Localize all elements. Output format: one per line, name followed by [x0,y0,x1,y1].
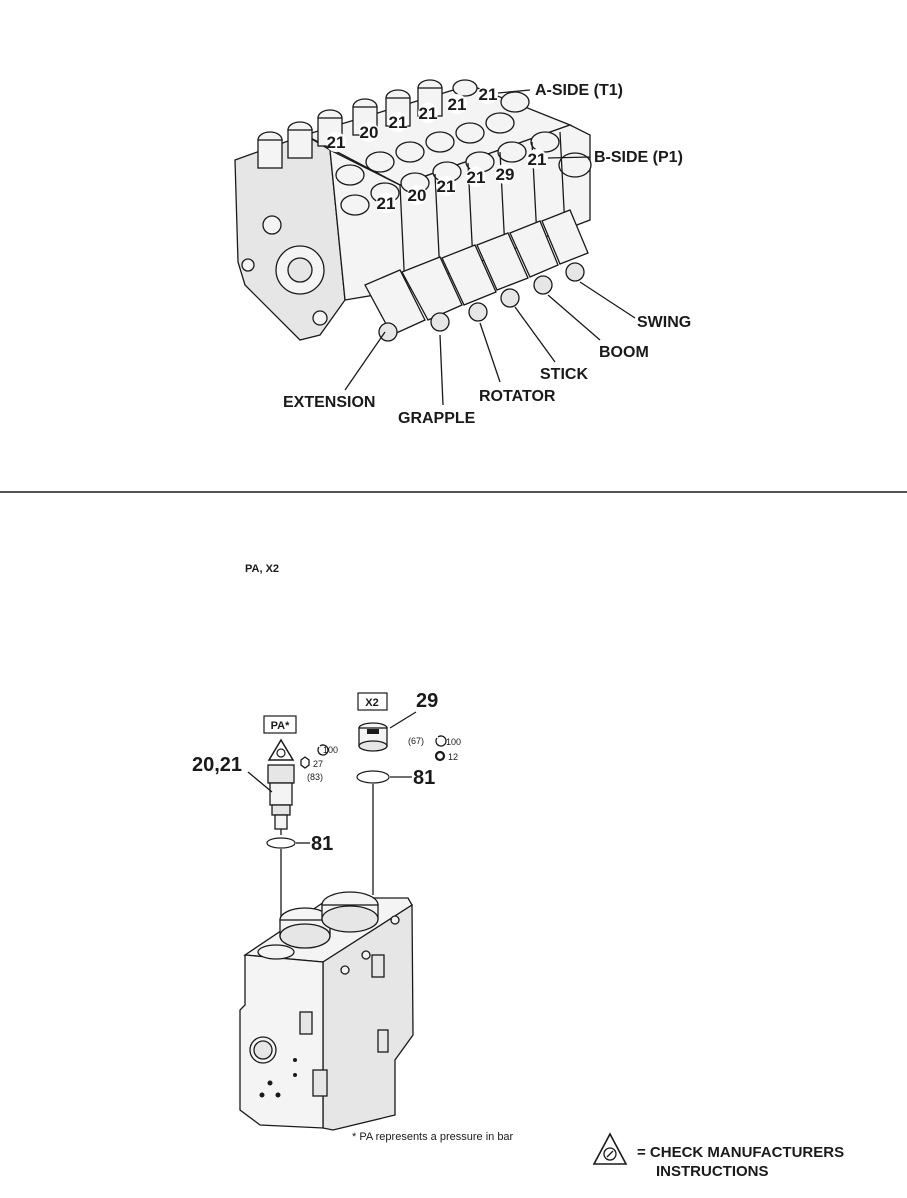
top-callouts: 21 20 21 21 21 21 21 20 21 21 29 21 [326,84,547,213]
callout-5: 21 [448,95,467,114]
legend-line-1: = CHECK MANUFACTURERS [637,1144,844,1161]
rotator-label: ROTATOR [479,388,556,405]
swing-label: SWING [637,314,691,331]
callout-4: 21 [419,104,438,123]
callout-7: 21 [377,194,396,213]
right-torque-spec: (67) 100 12 [408,735,461,762]
left-seal-ring [266,837,296,849]
callout-11: 29 [496,165,515,184]
callout-1: 21 [327,133,346,152]
left-torque-spec: 100 27 (83) [300,744,338,782]
svg-text:100: 100 [323,745,338,755]
callout-2: 20 [360,123,379,142]
svg-text:100: 100 [446,737,461,747]
callout-6: 21 [479,85,498,104]
grapple-label: GRAPPLE [398,410,476,427]
pa-box-label: PA* [271,720,290,732]
legend-line-2: INSTRUCTIONS [656,1163,769,1180]
callout-3: 21 [389,113,408,132]
boom-label: BOOM [599,344,649,361]
x2-box-label: X2 [365,697,378,709]
b-side-label: B-SIDE (P1) [594,149,683,166]
plug-screw [358,722,388,752]
callout-9: 21 [437,177,456,196]
section-leaders [344,281,636,406]
callout-12: 21 [528,150,547,169]
port-rows [335,112,560,216]
a-side-label: A-SIDE (T1) [535,82,623,99]
control-valve-assembly [234,79,592,342]
right-seal-number: 81 [413,767,435,789]
valve-section-block [239,891,414,1131]
callout-8: 20 [408,186,427,205]
right-part-number: 29 [416,690,438,712]
check-manufacturer-icon [267,738,295,761]
legend-check-icon [592,1132,628,1165]
svg-text:12: 12 [448,752,458,762]
relief-valve-cartridge [267,764,295,835]
callout-10: 21 [467,168,486,187]
extension-label: EXTENSION [283,394,375,411]
stick-label: STICK [540,366,588,383]
detail-heading: PA, X2 [245,563,279,575]
svg-text:(83): (83) [307,772,323,782]
top-bosses [257,79,592,178]
left-seal-number: 81 [311,833,333,855]
svg-text:(67): (67) [408,736,424,746]
footnote: * PA represents a pressure in bar [352,1131,514,1143]
left-part-number: 20,21 [192,754,242,776]
svg-text:27: 27 [313,759,323,769]
right-seal-ring [356,770,390,784]
spool-end-caps [364,209,589,342]
